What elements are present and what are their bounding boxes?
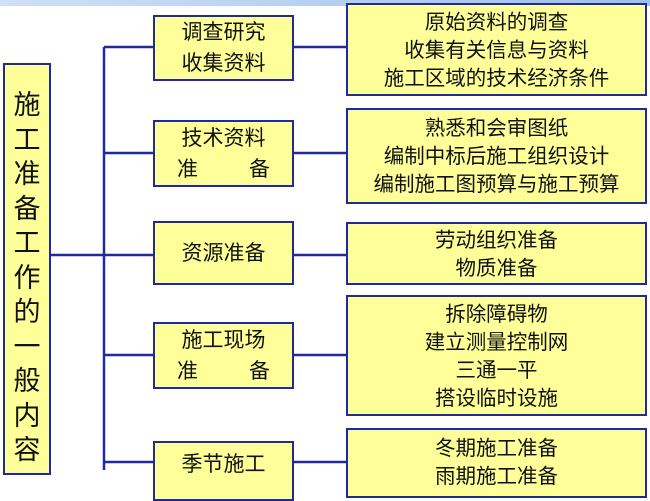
detail-item: 施工区域的技术经济条件 bbox=[383, 65, 610, 90]
detail-item: 冬期施工准备 bbox=[435, 436, 558, 460]
detail-box-technical: 熟悉和会审图纸编制中标后施工组织设计编制施工图预算与施工预算 bbox=[346, 108, 647, 204]
detail-item: 物质准备 bbox=[455, 255, 538, 280]
branch-label-line: 准 备 bbox=[177, 358, 270, 383]
branch-label-line: 收集资料 bbox=[181, 51, 266, 75]
branch-box-resources: 资源准备 bbox=[153, 221, 294, 285]
root-title-char: 容 bbox=[13, 435, 41, 466]
detail-box-season: 冬期施工准备雨期施工准备 bbox=[346, 428, 647, 498]
detail-item: 熟悉和会审图纸 bbox=[424, 116, 569, 140]
root-title-char: 内 bbox=[13, 400, 41, 432]
detail-item: 原始资料的调查 bbox=[424, 9, 569, 34]
detail-item: 编制施工图预算与施工预算 bbox=[373, 172, 620, 196]
root-title-char: 般 bbox=[13, 366, 41, 397]
branch-box-site: 施工现场准 备 bbox=[153, 322, 294, 389]
branch-label-line: 资源准备 bbox=[181, 240, 266, 265]
detail-box-site: 拆除障碍物建立测量控制网三通一平搭设临时设施 bbox=[346, 295, 647, 416]
root-title-char: 作 bbox=[13, 262, 41, 294]
detail-item: 雨期施工准备 bbox=[435, 464, 558, 488]
root-title-char: 的 bbox=[13, 297, 41, 328]
detail-item: 劳动组织准备 bbox=[435, 227, 558, 252]
branch-label-line: 技术资料 bbox=[181, 125, 266, 150]
top-decorative-band bbox=[0, 0, 650, 6]
root-title-char: 工 bbox=[13, 124, 41, 156]
root-title-char: 备 bbox=[13, 193, 41, 225]
root-title-char: 工 bbox=[13, 228, 41, 259]
detail-item: 拆除障碍物 bbox=[445, 301, 548, 326]
branch-label-line: 调查研究 bbox=[181, 20, 266, 44]
detail-box-resources: 劳动组织准备物质准备 bbox=[346, 222, 647, 285]
detail-item: 搭设临时设施 bbox=[435, 385, 558, 410]
detail-item: 三通一平 bbox=[455, 357, 538, 382]
branch-box-season: 季节施工 bbox=[153, 441, 294, 501]
branch-box-technical: 技术资料准 备 bbox=[153, 120, 294, 187]
root-title-char: 准 bbox=[13, 159, 41, 190]
branch-label-line: 季节施工 bbox=[181, 452, 266, 476]
detail-item: 收集有关信息与资料 bbox=[404, 37, 589, 62]
branch-label-line: 施工现场 bbox=[181, 327, 266, 352]
detail-box-survey: 原始资料的调查收集有关信息与资料施工区域的技术经济条件 bbox=[346, 3, 647, 96]
detail-item: 编制中标后施工组织设计 bbox=[383, 144, 610, 168]
branch-box-survey: 调查研究收集资料 bbox=[153, 15, 294, 81]
root-box: 施工准备工作的一般内容 bbox=[3, 63, 51, 475]
connector-lines bbox=[51, 45, 346, 470]
branch-label-line: 准 备 bbox=[177, 156, 270, 181]
detail-item: 建立测量控制网 bbox=[424, 329, 569, 354]
root-title-char: 一 bbox=[13, 331, 41, 363]
root-title-char: 施 bbox=[13, 90, 41, 121]
